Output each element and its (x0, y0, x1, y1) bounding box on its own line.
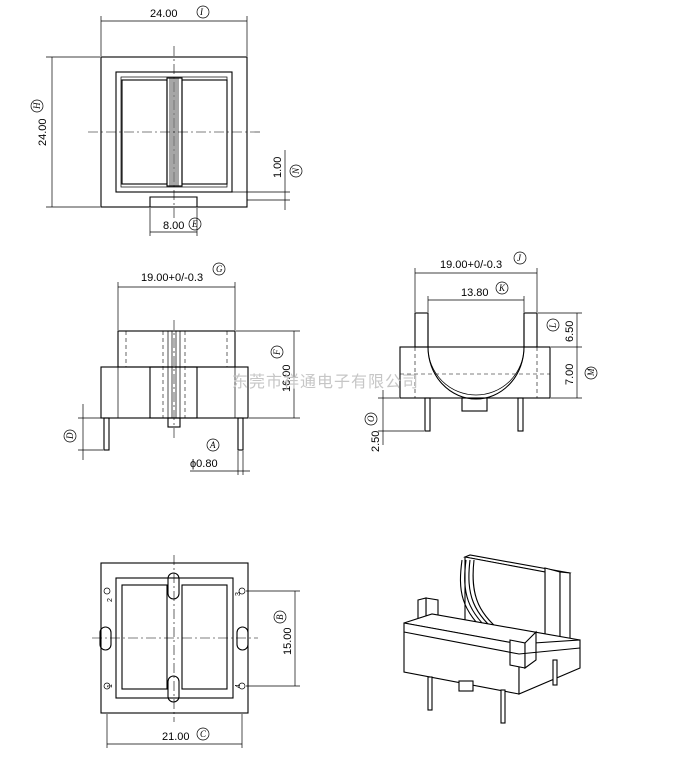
bottom-view: 2 1 3 4 21.00 C 15.00 B (92, 555, 300, 748)
callout-top-height: H (32, 102, 42, 110)
dim-front-height: 16.00 (281, 364, 293, 392)
dim-top-tab: 8.00 (163, 220, 184, 232)
pin-2-label: 2 (107, 598, 114, 602)
dim-bottom-pitch: 15.00 (282, 627, 294, 655)
pin-4-label: 4 (235, 684, 242, 688)
front-view: 19.00+0/-0.3 G 16.00 F D ϕ0.80 A (63, 262, 300, 475)
callout-side-inner: K (498, 283, 506, 293)
isometric-view (403, 554, 581, 724)
dim-bottom-width: 21.00 (162, 731, 190, 743)
callout-top-gap: N (291, 167, 301, 175)
callout-front-height: F (272, 349, 282, 356)
dim-front-pin-dia: ϕ0.80 (190, 458, 218, 470)
callout-bottom-pitch: B (275, 614, 285, 620)
callout-side-pin-len: O (366, 415, 376, 422)
watermark-text: 东莞市祥通电子有限公司 (232, 372, 419, 391)
dim-side-upper: 6.50 (564, 321, 576, 342)
callout-front-pin-dia: A (209, 440, 216, 450)
pin-1-label: 1 (107, 684, 114, 688)
callout-top-tab: E (191, 219, 198, 229)
callout-bottom-width: C (200, 729, 207, 739)
callout-side-upper: L (548, 323, 558, 329)
callout-top-width: I (199, 7, 204, 17)
dim-side-pin-len: 2.50 (370, 431, 382, 452)
top-view: 24.00 I 24.00 H 1.00 N 8.00 E (30, 5, 303, 236)
dim-side-width: 19.00+0/-0.3 (440, 259, 502, 271)
dim-side-base: 7.00 (564, 364, 576, 385)
dim-front-width: 19.00+0/-0.3 (141, 272, 203, 284)
callout-side-width: J (517, 253, 522, 263)
callout-front-width: G (216, 264, 223, 274)
pin-3-label: 3 (235, 592, 242, 596)
dim-top-width: 24.00 (150, 8, 178, 20)
callout-front-pin-len: D (65, 432, 75, 440)
dim-top-height: 24.00 (37, 118, 49, 146)
dim-top-gap: 1.00 (272, 157, 284, 178)
side-view: 19.00+0/-0.3 J 13.80 K 6.50 L 7.00 M 2.5… (364, 251, 598, 452)
callout-side-base: M (586, 368, 596, 377)
dim-side-inner: 13.80 (461, 287, 489, 299)
